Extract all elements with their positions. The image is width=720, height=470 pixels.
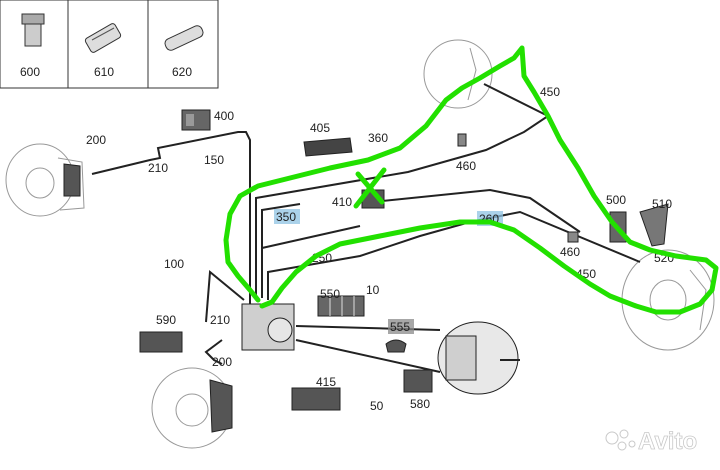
part-580-bracket: [403, 369, 433, 393]
nut-icon: [21, 13, 45, 47]
legend-label-620: 620: [172, 65, 192, 79]
label-405: 405: [310, 121, 330, 135]
part-510-bracket: [639, 203, 669, 247]
label-410: 410: [332, 195, 352, 209]
green-cross-mark: [353, 167, 387, 209]
part-400-bracket: [181, 109, 211, 131]
front-left-brake-disc: [5, 143, 85, 217]
part-460-clip-lower: [567, 231, 579, 243]
label-555: 555: [390, 320, 410, 334]
label-200-front-left: 200: [86, 133, 106, 147]
highlight-350: [274, 209, 300, 224]
front-right-brake-disc: [151, 367, 233, 449]
tube-icon: [164, 25, 204, 51]
label-590: 590: [156, 313, 176, 327]
label-415: 415: [316, 375, 336, 389]
rear-right-brake-disc: [621, 249, 715, 351]
label-400: 400: [214, 109, 234, 123]
watermark-text: Avito: [638, 428, 697, 455]
label-360: 360: [368, 131, 388, 145]
label-550: 550: [320, 287, 340, 301]
legend-item-620: 620: [164, 25, 204, 79]
label-450-rear-left: 450: [540, 85, 560, 99]
part-415-clips: [291, 387, 341, 411]
part-460-clip-upper: [457, 133, 467, 147]
highlight-555: [388, 319, 414, 334]
part-590-bracket: [139, 331, 183, 353]
label-210-front-left: 210: [148, 161, 168, 175]
brake-pipes: [91, 83, 641, 373]
label-150: 150: [204, 153, 224, 167]
part-405-clip: [303, 137, 353, 157]
part-550-clips: [317, 295, 365, 317]
label-350: 350: [276, 210, 296, 224]
label-510: 510: [652, 197, 672, 211]
legend-item-610: 610: [84, 23, 122, 79]
rear-left-brake-disc: [423, 39, 493, 109]
legend-item-600: 600: [20, 13, 45, 79]
label-500: 500: [606, 193, 626, 207]
legend-label-600: 600: [20, 65, 40, 79]
label-100: 100: [164, 257, 184, 271]
label-50: 50: [370, 399, 384, 413]
sleeve-icon: [84, 23, 122, 53]
avito-watermark: Avito: [605, 428, 698, 455]
label-460-upper: 460: [456, 159, 476, 173]
label-460-lower: 460: [560, 245, 580, 259]
abs-hydraulic-unit: [241, 303, 295, 351]
legend-label-610: 610: [94, 65, 114, 79]
label-200-front-right: 200: [212, 355, 232, 369]
label-580: 580: [410, 397, 430, 411]
green-highlight-outline: [223, 45, 719, 315]
label-210-front-right: 210: [210, 313, 230, 327]
label-10: 10: [366, 283, 380, 297]
brake-booster: [437, 321, 520, 395]
part-555-clip: [385, 339, 407, 353]
